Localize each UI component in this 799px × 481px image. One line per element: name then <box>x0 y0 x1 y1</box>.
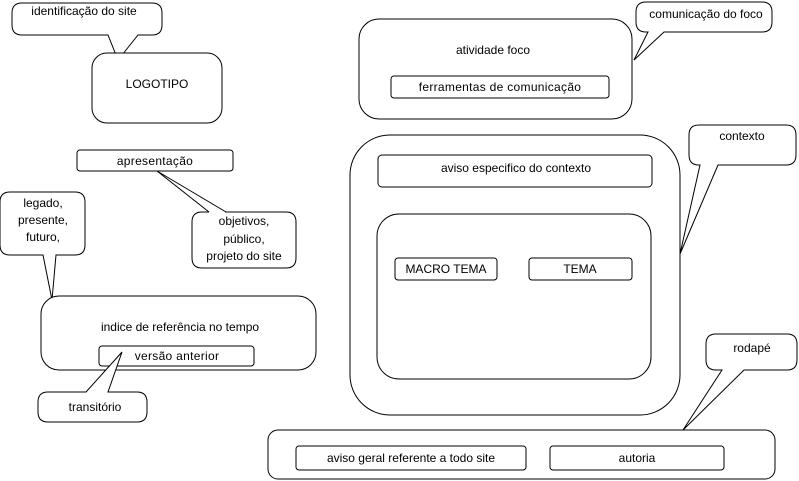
presentation-detail-3: projeto do site <box>206 249 282 263</box>
transitory-label: transitório <box>69 400 122 414</box>
site-id-callout <box>11 2 163 61</box>
presentation-detail-2: público, <box>223 232 264 246</box>
logo-box <box>91 52 223 124</box>
macro-theme-box[interactable] <box>394 257 498 281</box>
time-ref-3: futuro, <box>26 230 60 244</box>
footer-callout-label: rodapé <box>733 341 771 355</box>
site-id-label: identificação do site <box>31 4 137 18</box>
communication-tools-label: ferramentas de comunicação <box>419 80 582 94</box>
presentation-detail-1: objetivos, <box>219 214 270 228</box>
presentation-label: apresentação <box>117 154 193 168</box>
footer-callout <box>682 333 798 431</box>
theme-box[interactable] <box>528 257 633 281</box>
general-notice-box[interactable] <box>295 445 527 471</box>
focus-activity-box <box>358 18 633 120</box>
focus-communication-callout <box>633 1 773 61</box>
context-notice-box[interactable] <box>377 154 653 188</box>
context-callout <box>679 124 797 255</box>
context-label: contexto <box>719 129 765 143</box>
time-refs-callout <box>0 191 86 301</box>
time-index-label: indice de referência no tempo <box>101 320 259 334</box>
focus-activity-label: atividade foco <box>456 43 530 57</box>
previous-version-box[interactable] <box>98 345 255 367</box>
context-notice-label: aviso especifico do contexto <box>441 161 591 175</box>
presentation-callout <box>191 211 297 269</box>
presentation-box[interactable] <box>76 149 234 172</box>
logo-label: LOGOTIPO <box>126 77 189 91</box>
general-notice-label: aviso geral referente a todo site <box>327 451 495 465</box>
time-ref-2: presente, <box>18 213 68 227</box>
previous-version-label: versão anterior <box>135 349 220 363</box>
macro-theme-label: MACRO TEMA <box>405 262 486 276</box>
authorship-label: autoria <box>619 451 656 465</box>
communication-tools-box[interactable] <box>390 75 610 99</box>
theme-label: TEMA <box>563 262 596 276</box>
transitory-callout <box>37 351 148 423</box>
authorship-box[interactable] <box>549 445 725 471</box>
themes-panel <box>376 213 652 380</box>
focus-communication-label: comunicação do foco <box>649 7 763 21</box>
time-ref-1: legado, <box>23 196 62 210</box>
